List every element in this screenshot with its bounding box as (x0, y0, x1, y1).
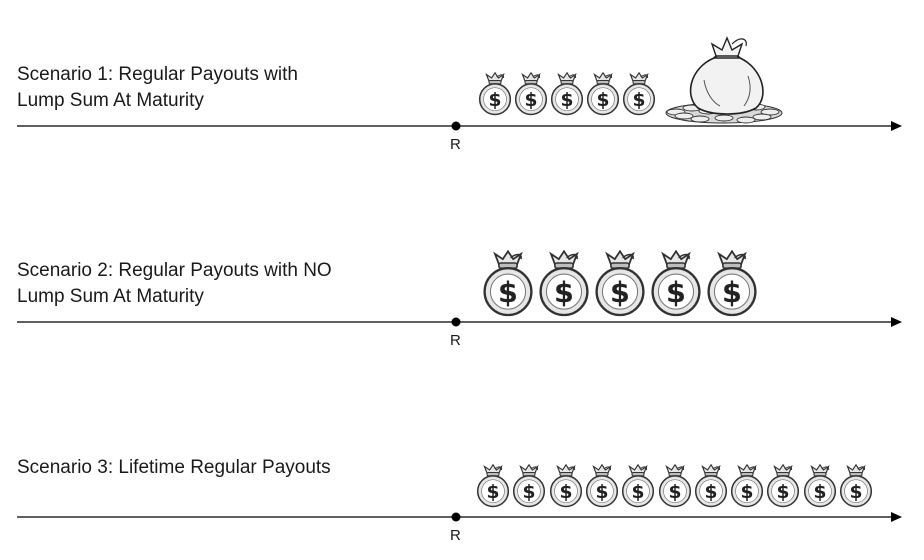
scenario-1-title-line-1: Scenario 1: Regular Payouts with (17, 64, 298, 85)
scenario-2-title: Scenario 2: Regular Payouts with NO Lump… (17, 258, 332, 310)
dollar-sign: $ (560, 90, 573, 111)
money-bag-icon: $ (707, 250, 757, 317)
money-bag-icon: $ (586, 72, 620, 116)
dollar-sign: $ (777, 482, 790, 503)
dollar-sign: $ (632, 90, 645, 111)
timeline-arrowhead (891, 512, 902, 522)
money-bag-icon: $ (595, 250, 645, 317)
dollar-sign: $ (813, 482, 826, 503)
dollar-sign: $ (554, 275, 574, 309)
money-bag-icon: $ (513, 464, 546, 508)
money-bag-icon: $ (694, 464, 727, 508)
money-bag-icon: $ (622, 464, 655, 508)
dollar-sign: $ (704, 482, 717, 503)
dollar-sign: $ (559, 482, 572, 503)
money-bag-icon: $ (622, 72, 656, 116)
retirement-point (451, 121, 461, 131)
dollar-sign: $ (595, 482, 608, 503)
scenario-3-title-line-1: Scenario 3: Lifetime Regular Payouts (17, 457, 331, 478)
timeline-arrowhead (891, 121, 902, 131)
scenario-1-title-line-2: Lump Sum At Maturity (17, 90, 204, 111)
dollar-sign: $ (632, 482, 645, 503)
money-bag-icon: $ (478, 72, 512, 116)
dollar-sign: $ (486, 482, 499, 503)
scenario-2-timeline (17, 317, 902, 327)
money-bag-icon: $ (651, 250, 701, 317)
scenario-2-title-line-1: Scenario 2: Regular Payouts with NO (17, 260, 332, 281)
dollar-sign: $ (498, 275, 518, 309)
retirement-point (451, 317, 461, 327)
scenario-2-marker: R (450, 332, 461, 349)
timeline-arrowhead (891, 317, 902, 327)
money-bag-icon: $ (514, 72, 548, 116)
money-bag-icon: $ (483, 250, 533, 317)
money-bag-icon: $ (476, 464, 510, 508)
dollar-sign: $ (666, 275, 686, 309)
dollar-sign: $ (722, 275, 742, 309)
lump-sum-icon (665, 36, 783, 124)
scenario-3-marker: R (450, 527, 461, 544)
scenario-3-title: Scenario 3: Lifetime Regular Payouts (17, 455, 331, 481)
dollar-sign: $ (610, 275, 630, 309)
money-bag-icon: $ (803, 464, 836, 508)
dollar-sign: $ (524, 90, 537, 111)
money-bag-icon: $ (550, 72, 584, 116)
scenario-1-title: Scenario 1: Regular Payouts with Lump Su… (17, 62, 298, 114)
money-bag-icon: $ (839, 464, 873, 508)
money-bag-icon: $ (767, 464, 800, 508)
dollar-sign: $ (741, 482, 754, 503)
dollar-sign: $ (488, 90, 501, 111)
scenario-1-marker: R (450, 136, 461, 153)
money-bag-icon: $ (585, 464, 618, 508)
scenario-3-timeline (17, 512, 902, 522)
dollar-sign: $ (596, 90, 609, 111)
dollar-sign: $ (668, 482, 681, 503)
scenario-2-title-line-2: Lump Sum At Maturity (17, 286, 204, 307)
scenario-1-timeline (17, 121, 902, 131)
money-bag-icon: $ (731, 464, 764, 508)
money-bag-icon: $ (539, 250, 589, 317)
retirement-point (451, 512, 461, 522)
money-bag-icon: $ (549, 464, 582, 508)
money-bag-icon: $ (658, 464, 691, 508)
dollar-sign: $ (523, 482, 536, 503)
dollar-sign: $ (849, 482, 862, 503)
